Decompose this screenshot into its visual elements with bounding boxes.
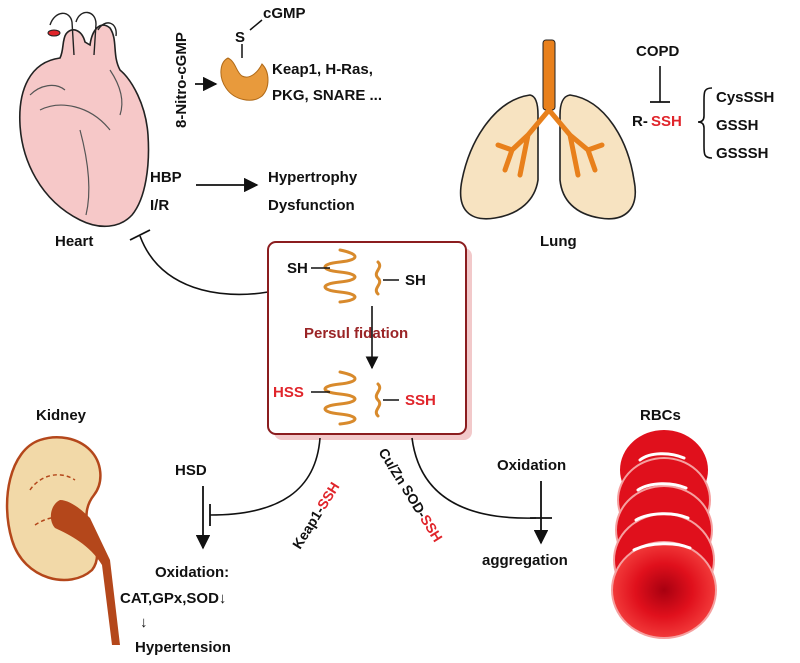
kidney-illustration xyxy=(5,436,120,645)
heart-label: Heart xyxy=(55,233,93,250)
down-arrow-label: ↓ xyxy=(140,614,148,631)
r-ssh-prefix: R- xyxy=(632,113,648,130)
protein-blob-icon xyxy=(220,57,269,101)
cgmp-bond xyxy=(249,19,263,31)
enzymes-label: CAT,GPx,SOD↓ xyxy=(120,590,226,607)
oxidation-colon-label: Oxidation: xyxy=(155,564,229,581)
s-label: S xyxy=(235,29,245,46)
species-gsssh: GSSSH xyxy=(716,145,769,162)
persulfidation-label: Persul fidation xyxy=(304,325,408,342)
rbc-label: RBCs xyxy=(640,407,681,424)
ir-label: I/R xyxy=(150,197,169,214)
targets-line2: PKG, SNARE ... xyxy=(272,87,382,104)
sod-arrow-curve xyxy=(411,437,537,519)
protein-helix-bottom-icon xyxy=(323,370,382,426)
heart-illustration xyxy=(19,11,150,228)
rbc-illustration xyxy=(611,430,717,639)
lung-illustration xyxy=(459,39,637,220)
lung-label: Lung xyxy=(540,233,577,250)
persulfidation-box xyxy=(267,241,467,435)
sh-right-label: SH xyxy=(405,272,426,289)
sod-ssh: SSH xyxy=(417,512,446,545)
sod-ssh-label: Cu/Zn SOD-SSH xyxy=(375,445,445,545)
hsd-label: HSD xyxy=(175,462,207,479)
hypertrophy-label: Hypertrophy xyxy=(268,169,358,186)
sh-left-label: SH xyxy=(287,260,308,277)
species-brace xyxy=(697,87,713,159)
hbp-label: HBP xyxy=(150,169,182,186)
cgmp-label: cGMP xyxy=(263,5,306,22)
sod-prefix: Cu/Zn SOD- xyxy=(375,445,430,520)
species-gssh: GSSH xyxy=(716,117,759,134)
heart-inhibition-bar xyxy=(129,229,151,241)
rbc-oxidation-label: Oxidation xyxy=(497,457,566,474)
keap1-ssh: SSH xyxy=(314,479,343,512)
nitro-cgmp-label: 8-Nitro-cGMP xyxy=(173,32,190,128)
keap1-inhibition-curve xyxy=(209,437,321,516)
kidney-label: Kidney xyxy=(36,407,87,424)
keap1-prefix: Keap1- xyxy=(289,503,327,551)
species-cysssh: CysSSH xyxy=(716,89,774,106)
ssh-right-label: SSH xyxy=(405,392,436,409)
dysfunction-label: Dysfunction xyxy=(268,197,355,214)
targets-line1: Keap1, H-Ras, xyxy=(272,61,373,78)
copd-label: COPD xyxy=(636,43,680,60)
protein-helix-top-icon xyxy=(323,248,382,304)
hss-label: HSS xyxy=(273,384,304,401)
heart-inhibition-curve xyxy=(139,235,269,296)
aggregation-label: aggregation xyxy=(482,552,568,569)
r-ssh-suffix: SSH xyxy=(651,113,682,130)
hypertension-label: Hypertension xyxy=(135,639,231,656)
